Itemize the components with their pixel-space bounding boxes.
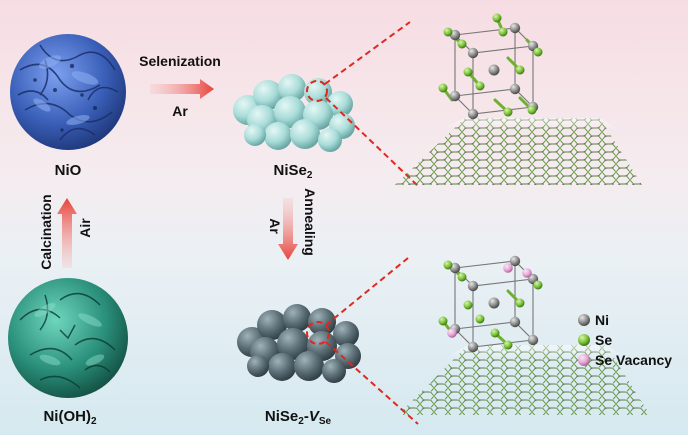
- legend-ni-icon: [578, 314, 590, 326]
- nioh2-particle: [8, 278, 128, 398]
- nise2-vse-label: NiSe2-VSe: [265, 408, 332, 427]
- calcination-arrow: Calcination Air: [38, 194, 93, 269]
- selenization-arrow: Selenization Ar: [139, 53, 221, 119]
- legend-vacancy-icon: [578, 354, 590, 366]
- legend-se-icon: [578, 334, 590, 346]
- nioh2-label-main: Ni(OH): [43, 408, 91, 425]
- annealing-arrow: Annealing Ar: [267, 188, 318, 260]
- selenization-gas-label: Ar: [172, 103, 188, 119]
- annealing-gas-label: Ar: [267, 218, 283, 234]
- nise2-vse-label-vsub: Se: [319, 416, 332, 427]
- selenization-label: Selenization: [139, 53, 221, 69]
- annealing-label: Annealing: [302, 188, 318, 256]
- nio-label: NiO: [55, 162, 82, 179]
- nise2-vse-particle: [237, 304, 361, 383]
- nio-particle: [10, 34, 126, 150]
- nioh2-label-sub: 2: [91, 416, 97, 427]
- calcination-gas-label: Air: [77, 218, 93, 238]
- legend-se-label: Se: [595, 332, 612, 348]
- legend: Ni Se Se Vacancy: [578, 312, 672, 368]
- nise2-label-sub: 2: [307, 170, 313, 181]
- nioh2-label: Ni(OH)2: [43, 408, 97, 427]
- legend-vacancy-label: Se Vacancy: [595, 352, 672, 368]
- zoom-indicator-top: [306, 21, 419, 187]
- nise2-particle: [233, 74, 355, 152]
- nise2-vse-label-main: NiSe: [265, 408, 298, 425]
- legend-ni-label: Ni: [595, 312, 609, 328]
- nise2-label-main: NiSe: [274, 162, 307, 179]
- nise2-vse-label-sub: 2: [298, 416, 304, 427]
- crystal-structure-nise2: [395, 13, 642, 185]
- nise2-label: NiSe2: [274, 162, 313, 181]
- calcination-label: Calcination: [38, 194, 54, 269]
- nise2-vse-label-v: V: [309, 408, 321, 425]
- nise2-vse-label-dash: -: [304, 408, 309, 425]
- crystal-structure-nise2-vse: [398, 255, 650, 415]
